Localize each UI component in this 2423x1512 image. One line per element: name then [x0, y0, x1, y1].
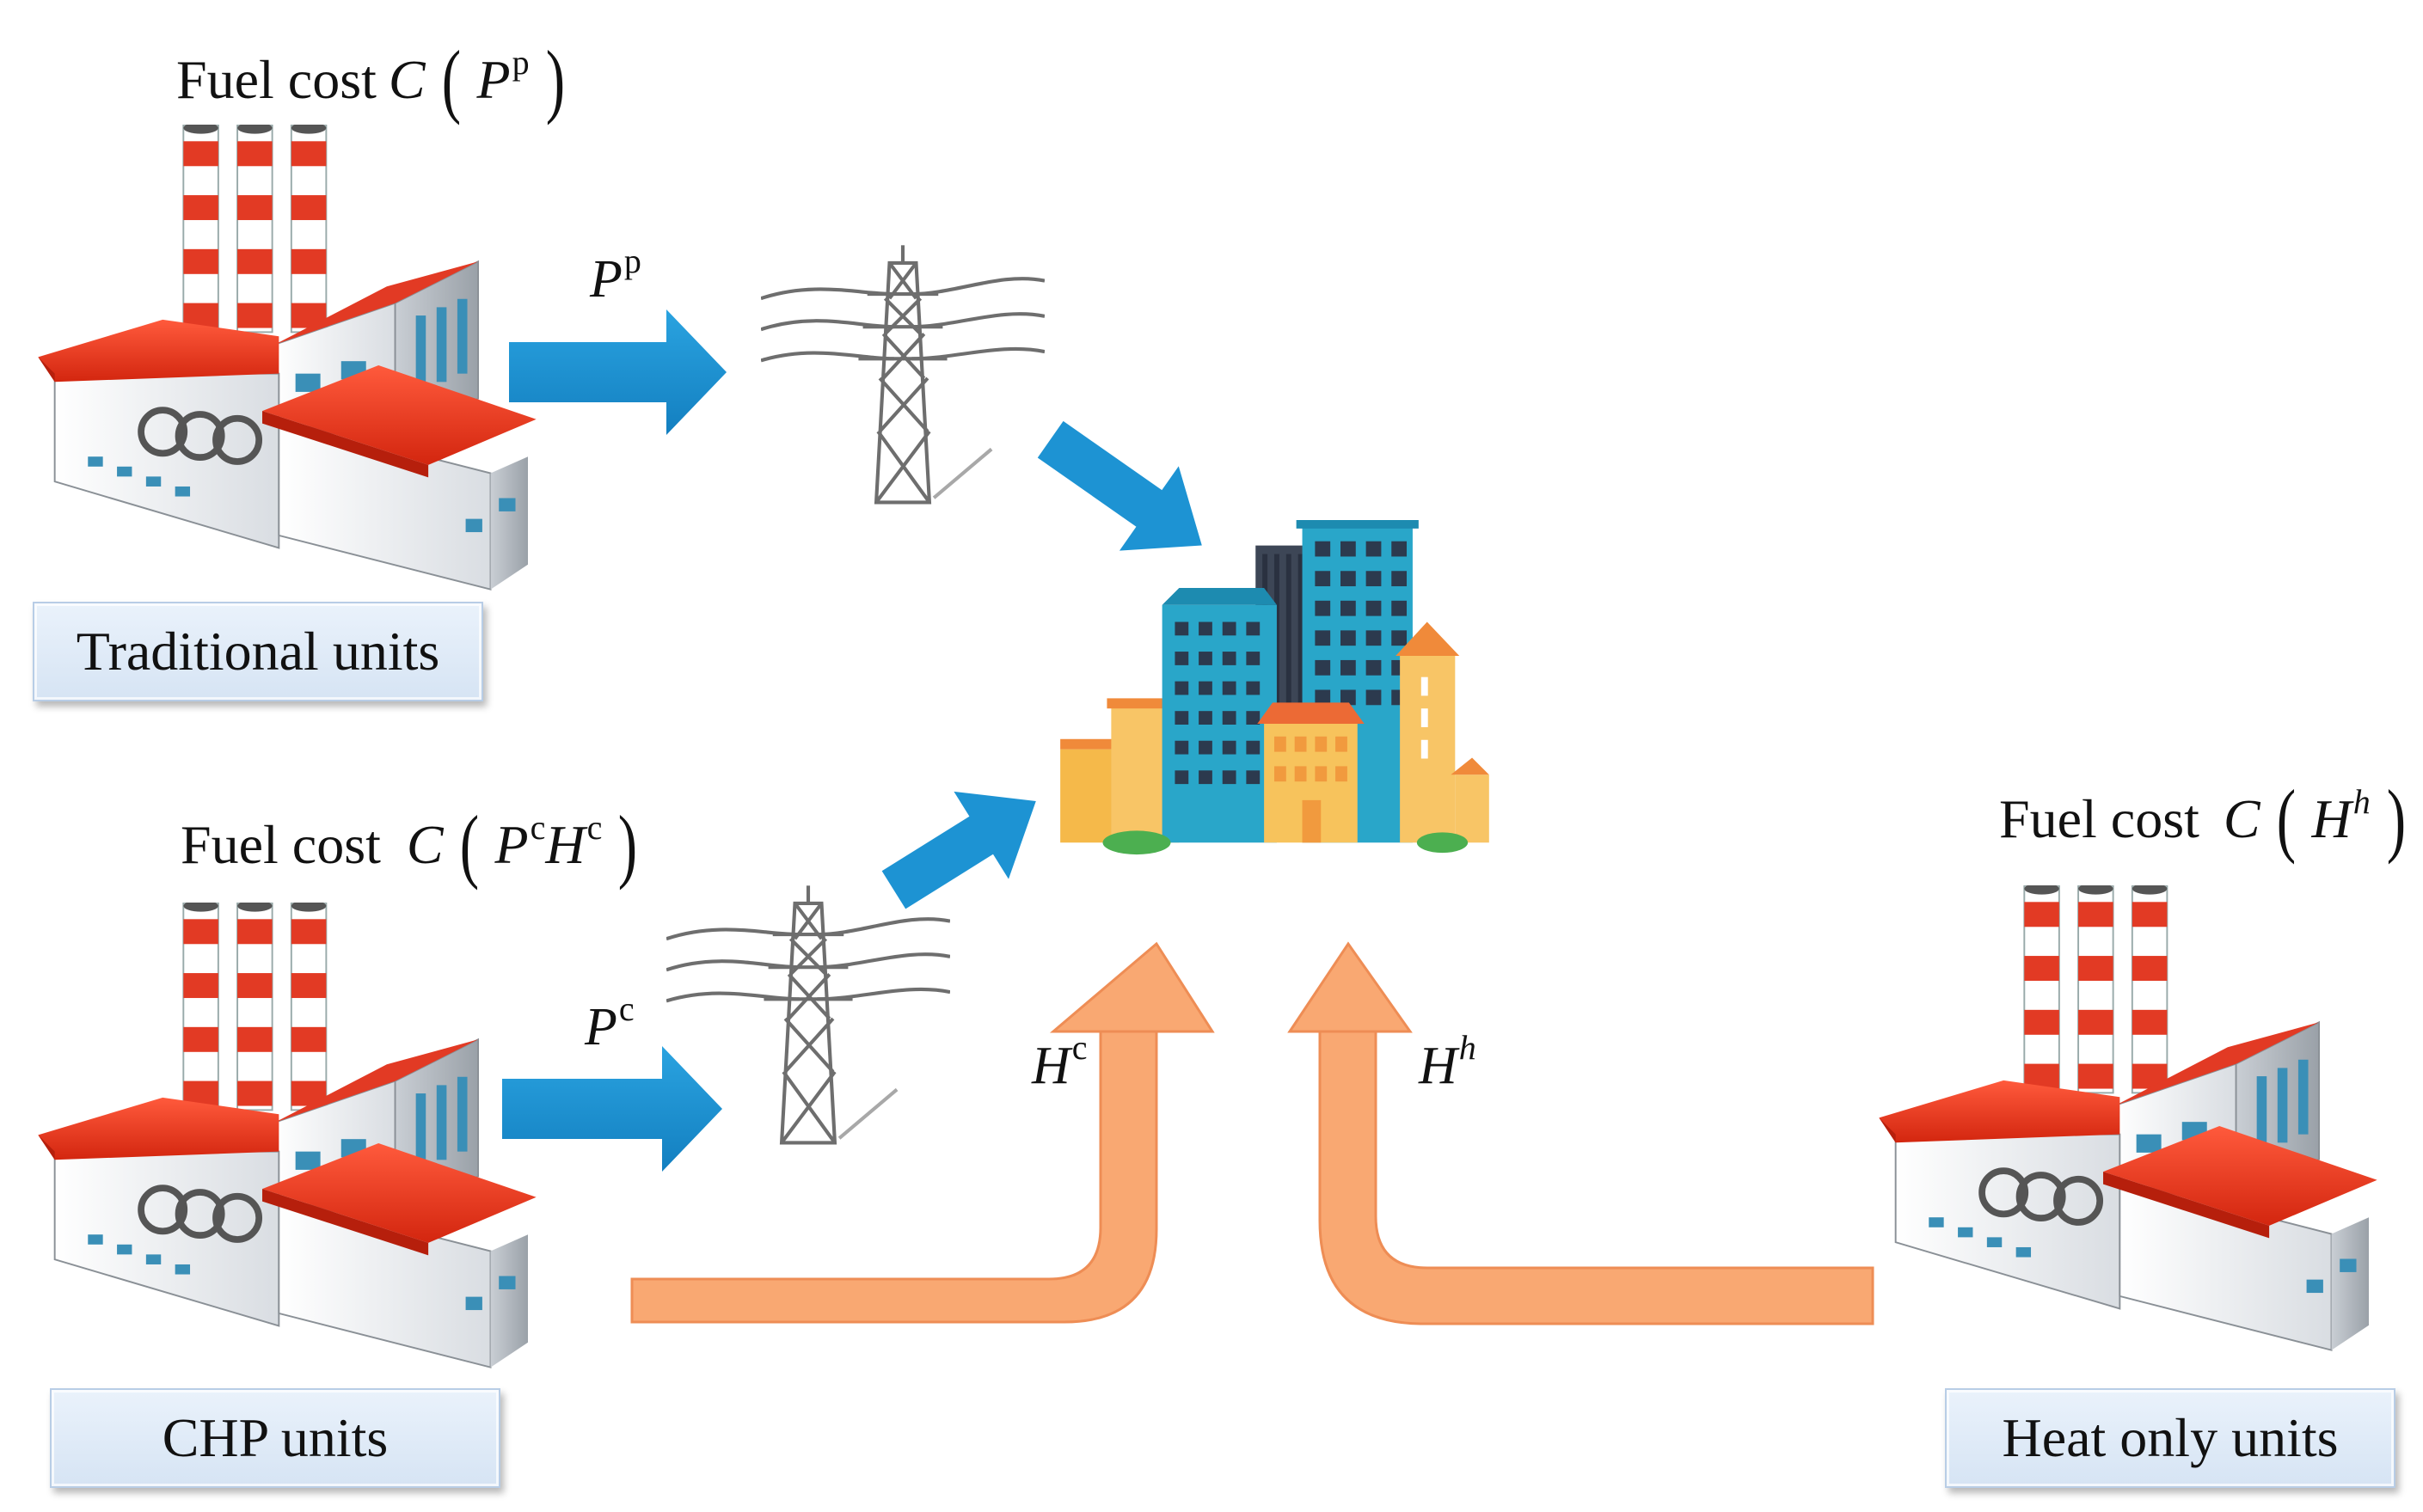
- power-arrow-to-city-top: [1037, 420, 1202, 551]
- power-arrow-traditional: [509, 309, 727, 435]
- close-paren: ): [618, 799, 638, 891]
- fuel-cost-superscript: h: [2352, 782, 2371, 821]
- traditional-units-label: Traditional units: [33, 602, 483, 701]
- chp-factory-icon: [38, 900, 536, 1368]
- open-paren: (: [441, 34, 461, 125]
- fuel-cost-word: Fuel cost: [1999, 788, 2199, 849]
- close-paren: ): [545, 34, 565, 125]
- fuel-cost-word: Fuel cost: [176, 49, 377, 110]
- flow-superscript: c: [618, 989, 635, 1028]
- fuel-cost-variable: H: [2311, 788, 2352, 849]
- fuel-cost-superscript-p: c: [530, 808, 546, 847]
- fuel-cost-variable-p: P: [494, 814, 529, 875]
- fuel-cost-superscript: p: [512, 43, 530, 82]
- fuel-cost-word: Fuel cost: [181, 814, 381, 875]
- chp-units-label: CHP units: [50, 1388, 500, 1488]
- heat-only-factory-icon: [1879, 883, 2377, 1350]
- heat-arrowhead-chp: [1049, 941, 1215, 1033]
- power-arrow-to-city-bottom: [881, 791, 1036, 909]
- fuel-cost-function: C: [406, 814, 444, 875]
- flow-superscript: p: [623, 242, 641, 280]
- flow-variable: P: [590, 250, 623, 309]
- heat-only-units-label: Heat only units: [1945, 1388, 2395, 1488]
- flow-label-power-chp: Pc: [585, 989, 635, 1058]
- open-paren: (: [459, 799, 479, 891]
- flow-variable: P: [585, 998, 617, 1056]
- fuel-cost-function: C: [388, 49, 426, 110]
- heat-arrow-chp: [630, 1027, 1158, 1324]
- flow-variable: H: [1032, 1037, 1070, 1095]
- flow-label-heat-only: Hh: [1419, 1028, 1476, 1097]
- fuel-cost-chp: Fuel cost C ( PcHc ): [181, 804, 641, 886]
- power-arrow-chp: [502, 1046, 722, 1172]
- city-icon: [1060, 520, 1489, 855]
- traditional-factory-icon: [38, 122, 536, 590]
- flow-superscript: h: [1458, 1028, 1476, 1067]
- fuel-cost-function: C: [2223, 788, 2260, 849]
- power-tower-icon-top: [761, 245, 1045, 502]
- fuel-cost-superscript-h: c: [586, 808, 603, 847]
- close-paren: ): [2386, 773, 2406, 865]
- flow-variable: H: [1419, 1037, 1457, 1095]
- fuel-cost-variable-h: H: [545, 814, 586, 875]
- heat-arrow-heat-only: [1318, 1027, 1874, 1325]
- flow-label-power-traditional: Pp: [590, 242, 641, 310]
- fuel-cost-variable: P: [476, 49, 511, 110]
- open-paren: (: [2276, 773, 2296, 865]
- heat-arrowhead-heat-only: [1287, 941, 1413, 1033]
- fuel-cost-traditional: Fuel cost C ( Pp ): [176, 39, 569, 121]
- flow-label-heat-chp: Hc: [1032, 1028, 1088, 1097]
- flow-superscript: c: [1071, 1028, 1088, 1067]
- fuel-cost-heat-only: Fuel cost C ( Hh ): [1999, 778, 2410, 860]
